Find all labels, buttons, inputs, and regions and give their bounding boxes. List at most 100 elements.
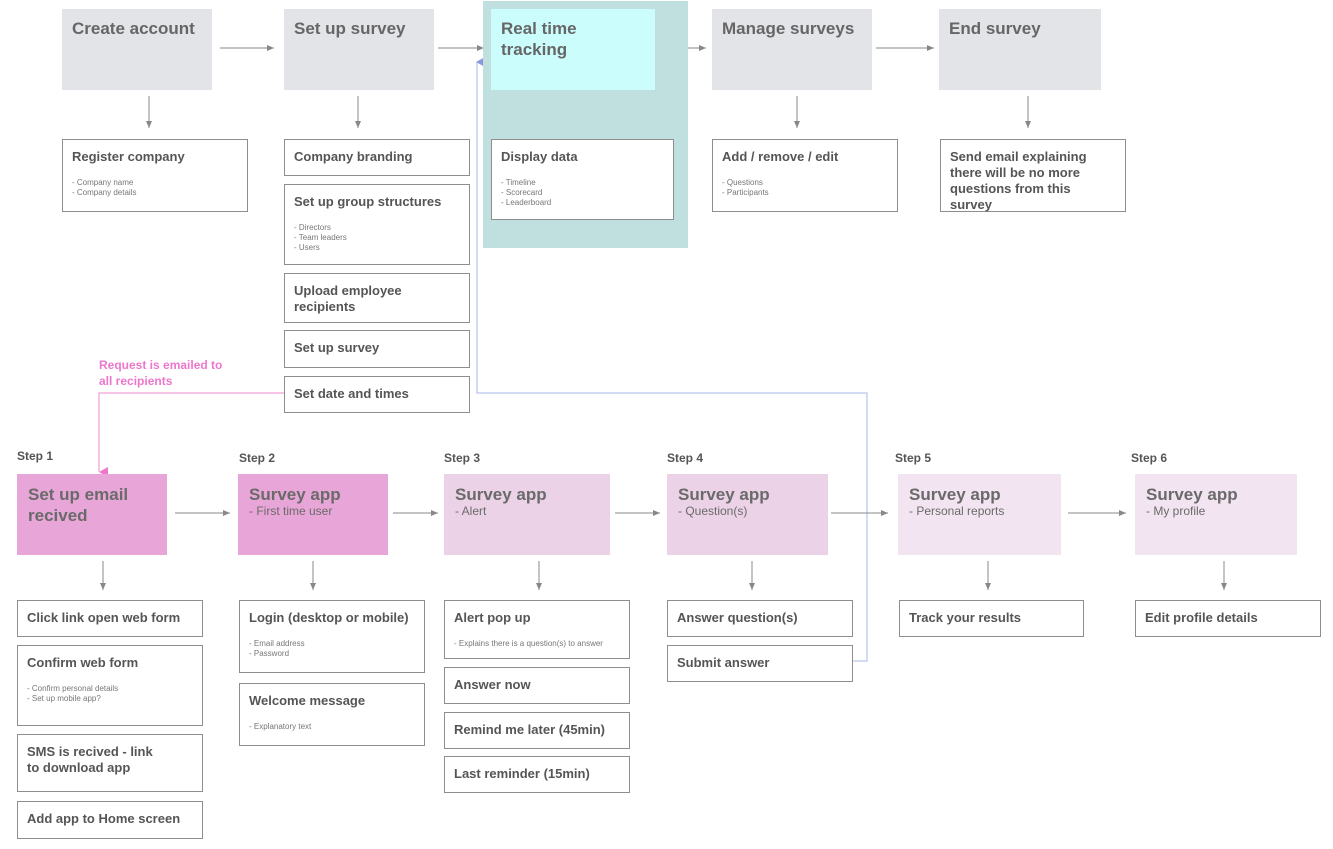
- group-structures-list: - Directors - Team leaders - Users: [294, 223, 460, 253]
- login-list: - Email address - Password: [249, 639, 415, 659]
- step-5-title: Survey app: [909, 485, 1001, 504]
- send-email-box: Send email explaining there will be no m…: [940, 139, 1126, 212]
- alert-popup-box: Alert pop up - Explains there is a quest…: [444, 600, 630, 659]
- welcome-message-title: Welcome message: [249, 693, 366, 708]
- step-4-label: Step 4: [667, 451, 704, 465]
- list-item: - Company name: [72, 178, 134, 187]
- answer-questions-box: Answer question(s): [667, 600, 853, 637]
- step-6-title: Survey app: [1146, 485, 1238, 504]
- answer-now-box: Answer now: [444, 667, 630, 704]
- sms-received-box: SMS is recived - link to download app: [17, 734, 203, 792]
- alert-popup-title: Alert pop up: [454, 610, 531, 625]
- step-6-subtitle: - My profile: [1146, 504, 1206, 518]
- step-3-label: Step 3: [444, 451, 481, 465]
- email-request-note: Request is emailed to all recipients: [99, 358, 223, 388]
- real-time-tracking-title: Real time tracking: [501, 19, 577, 59]
- list-item: - Email address: [249, 639, 305, 648]
- set-date-times-box: Set date and times: [284, 376, 470, 413]
- step-1-label: Step 1: [17, 449, 54, 463]
- step-6-box: Survey app - My profile: [1135, 474, 1297, 555]
- list-item: - Questions: [722, 178, 763, 187]
- step-1-title: Set up email recived: [28, 485, 129, 525]
- upload-employee-title: Upload employee recipients: [294, 283, 402, 314]
- submit-feedback-connector: [476, 57, 868, 662]
- list-item: - Timeline: [501, 178, 536, 187]
- register-company-title: Register company: [72, 149, 185, 164]
- list-item: - Leaderboard: [501, 198, 552, 207]
- list-item: - Set up mobile app?: [27, 694, 101, 703]
- step-3-title: Survey app: [455, 485, 547, 504]
- step-4-title: Survey app: [678, 485, 770, 504]
- list-item: - Company details: [72, 188, 137, 197]
- step-2-box: Survey app - First time user: [238, 474, 388, 555]
- step-4-subtitle: - Question(s): [678, 504, 748, 518]
- company-branding-box: Company branding: [284, 139, 470, 176]
- submit-answer-box: Submit answer: [667, 645, 853, 682]
- step-1-box: Set up email recived: [17, 474, 167, 555]
- last-reminder-title: Last reminder (15min): [454, 766, 590, 781]
- send-email-title: Send email explaining there will be no m…: [950, 149, 1087, 212]
- list-item: - Scorecard: [501, 188, 543, 197]
- step-2-title: Survey app: [249, 485, 341, 504]
- step-6-label: Step 6: [1131, 451, 1168, 465]
- real-time-tracking-box: Real time tracking: [491, 9, 655, 90]
- click-link-box: Click link open web form: [17, 600, 203, 637]
- last-reminder-box: Last reminder (15min): [444, 756, 630, 793]
- group-structures-title: Set up group structures: [294, 194, 442, 209]
- remind-later-title: Remind me later (45min): [454, 722, 605, 737]
- confirm-web-form-list: - Confirm personal details - Set up mobi…: [27, 684, 193, 704]
- step-2-subtitle: - First time user: [249, 504, 333, 518]
- step-2-label: Step 2: [239, 451, 276, 465]
- confirm-web-form-title: Confirm web form: [27, 655, 139, 670]
- group-structures-box: Set up group structures - Directors - Te…: [284, 184, 470, 265]
- track-results-title: Track your results: [909, 610, 1021, 625]
- display-data-box: Display data - Timeline - Scorecard - Le…: [491, 139, 674, 220]
- submit-answer-title: Submit answer: [677, 655, 770, 670]
- list-item: - Explains there is a question(s) to ans…: [454, 639, 603, 648]
- add-home-screen-title: Add app to Home screen: [27, 811, 181, 826]
- add-remove-edit-title: Add / remove / edit: [722, 149, 839, 164]
- end-survey-title: End survey: [949, 19, 1041, 38]
- remind-later-box: Remind me later (45min): [444, 712, 630, 749]
- welcome-message-box: Welcome message - Explanatory text: [239, 683, 425, 746]
- track-results-box: Track your results: [899, 600, 1084, 637]
- edit-profile-title: Edit profile details: [1145, 610, 1258, 625]
- edit-profile-box: Edit profile details: [1135, 600, 1321, 637]
- display-data-title: Display data: [501, 149, 578, 164]
- login-box: Login (desktop or mobile) - Email addres…: [239, 600, 425, 673]
- list-item: - Password: [249, 649, 290, 658]
- create-account-title: Create account: [72, 19, 195, 38]
- answer-now-title: Answer now: [454, 677, 531, 692]
- create-account-box: Create account: [62, 9, 212, 90]
- confirm-web-form-box: Confirm web form - Confirm personal deta…: [17, 645, 203, 726]
- manage-surveys-title: Manage surveys: [722, 19, 855, 38]
- list-item: - Team leaders: [294, 233, 347, 242]
- step-5-label: Step 5: [895, 451, 932, 465]
- login-title: Login (desktop or mobile): [249, 610, 409, 625]
- set-up-survey-box: Set up survey: [284, 9, 434, 90]
- display-data-list: - Timeline - Scorecard - Leaderboard: [501, 178, 664, 208]
- upload-employee-box: Upload employee recipients: [284, 273, 470, 323]
- list-item: - Users: [294, 243, 320, 252]
- list-item: - Participants: [722, 188, 769, 197]
- set-up-survey-title: Set up survey: [294, 19, 406, 38]
- company-branding-title: Company branding: [294, 149, 413, 164]
- list-item: - Directors: [294, 223, 331, 232]
- list-item: - Explanatory text: [249, 722, 312, 731]
- add-home-screen-box: Add app to Home screen: [17, 801, 203, 839]
- alert-popup-list: - Explains there is a question(s) to ans…: [454, 639, 620, 649]
- step-5-box: Survey app - Personal reports: [898, 474, 1061, 555]
- welcome-message-list: - Explanatory text: [249, 722, 415, 732]
- register-company-box: Register company - Company name - Compan…: [62, 139, 248, 212]
- step-3-subtitle: - Alert: [455, 504, 487, 518]
- end-survey-box: End survey: [939, 9, 1101, 90]
- set-up-survey-sub-title: Set up survey: [294, 340, 380, 355]
- click-link-title: Click link open web form: [27, 610, 181, 625]
- step-3-box: Survey app - Alert: [444, 474, 610, 555]
- set-date-times-title: Set date and times: [294, 386, 409, 401]
- add-remove-edit-list: - Questions - Participants: [722, 178, 888, 198]
- list-item: - Confirm personal details: [27, 684, 119, 693]
- email-request-connector: [98, 392, 284, 477]
- manage-surveys-box: Manage surveys: [712, 9, 872, 90]
